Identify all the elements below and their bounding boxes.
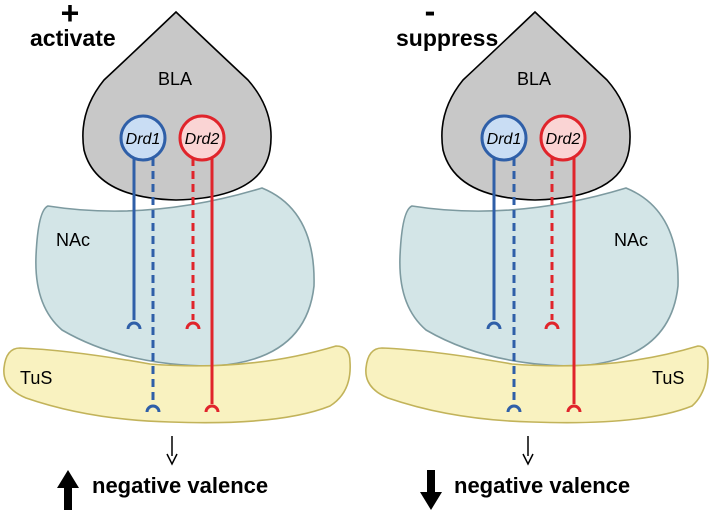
drd2-label: Drd2 xyxy=(546,131,581,148)
up-arrow-icon xyxy=(57,470,79,510)
drd1-neuron xyxy=(480,114,528,162)
tus-region xyxy=(3,345,351,424)
panel-activate: + activate NAc TuS BLA Drd1 Drd2 negativ… xyxy=(3,0,351,510)
nac-region xyxy=(399,187,679,367)
suppress-sign: - xyxy=(425,0,436,29)
drd1-label: Drd1 xyxy=(487,131,522,148)
activate-label: activate xyxy=(30,25,116,51)
bla-label: BLA xyxy=(158,69,192,89)
nac-region xyxy=(35,187,315,367)
outcome-label: negative valence xyxy=(454,473,630,498)
output-arrow-head xyxy=(166,453,178,466)
drd2-terminal-tus xyxy=(204,404,220,413)
drd2-terminal-nac xyxy=(544,321,560,330)
drd2-label: Drd2 xyxy=(185,131,220,148)
drd2-neuron xyxy=(178,114,226,162)
nac-label: NAc xyxy=(614,230,648,250)
nac-label: NAc xyxy=(56,230,90,250)
suppress-label: suppress xyxy=(396,25,498,51)
drd1-label: Drd1 xyxy=(126,131,161,148)
down-arrow-icon xyxy=(420,470,442,510)
drd2-neuron xyxy=(539,114,587,162)
drd1-terminal-tus xyxy=(145,404,161,413)
bla-label: BLA xyxy=(517,69,551,89)
tus-label: TuS xyxy=(652,368,684,388)
output-arrow-head xyxy=(522,453,534,466)
drd2-terminal-nac xyxy=(185,321,201,330)
drd2-terminal-tus xyxy=(566,404,582,413)
drd1-terminal-nac xyxy=(126,321,142,330)
outcome-label: negative valence xyxy=(92,473,268,498)
panel-suppress: - suppress NAc TuS BLA Drd1 Drd2 negativ… xyxy=(365,0,709,510)
tus-region xyxy=(365,345,709,424)
activate-sign: + xyxy=(61,0,80,31)
drd1-neuron xyxy=(119,114,167,162)
drd1-terminal-nac xyxy=(486,321,502,330)
tus-label: TuS xyxy=(20,368,52,388)
drd1-terminal-tus xyxy=(506,404,522,413)
